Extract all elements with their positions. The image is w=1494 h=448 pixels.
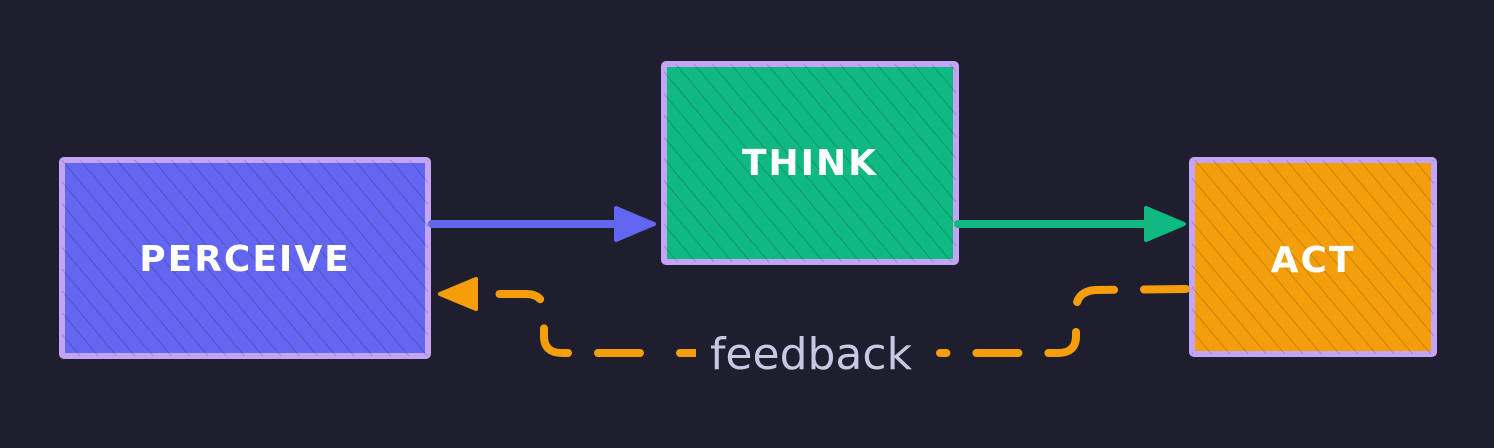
arrowhead-left-icon xyxy=(438,277,478,311)
edge-feedback-label-bg xyxy=(696,330,928,378)
node-act[interactable]: ACT xyxy=(1189,157,1437,357)
arrowhead-right-icon xyxy=(1144,206,1186,242)
arrowhead-right-icon xyxy=(614,206,656,242)
node-perceive-hatch xyxy=(62,160,428,356)
node-think-hatch xyxy=(664,64,956,262)
edge-think-to-act xyxy=(954,206,1186,242)
edge-feedback: feedback xyxy=(438,277,1190,380)
node-perceive[interactable]: PERCEIVE xyxy=(59,157,431,359)
edge-perceive-to-think xyxy=(428,206,656,242)
node-think-label: THINK xyxy=(742,143,878,184)
node-think[interactable]: THINK xyxy=(661,61,959,265)
edge-feedback-label: feedback xyxy=(710,329,913,380)
node-act-hatch xyxy=(1192,160,1434,354)
node-perceive-label: PERCEIVE xyxy=(139,239,351,280)
node-act-label: ACT xyxy=(1271,240,1356,281)
